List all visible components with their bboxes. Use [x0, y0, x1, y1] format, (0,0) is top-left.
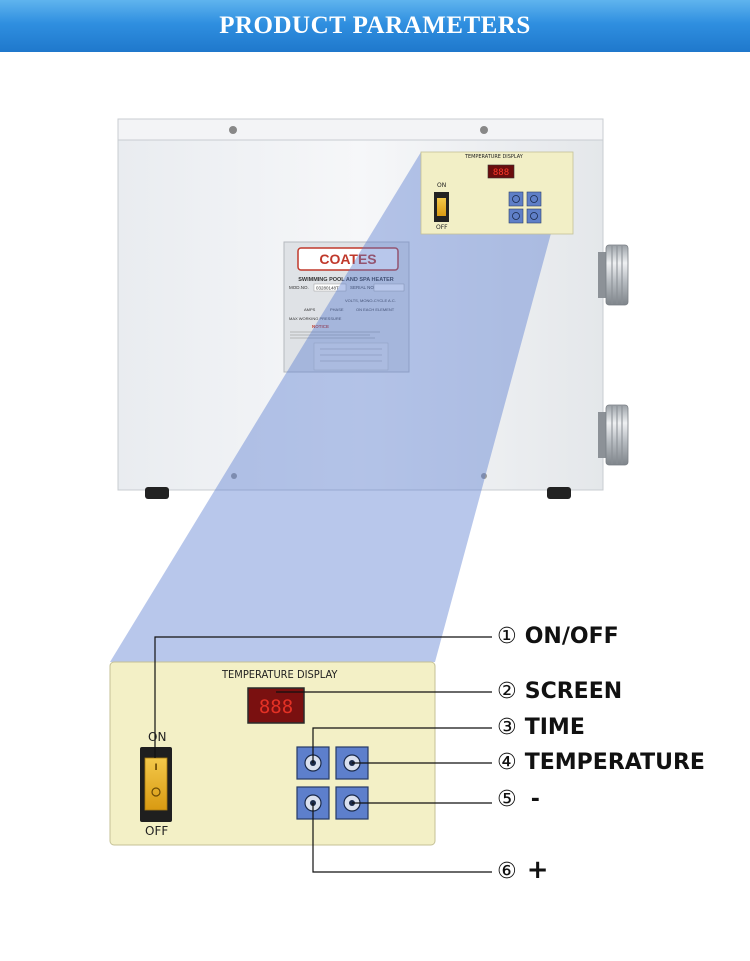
- magnify-beam: [110, 152, 573, 662]
- svg-text:ON EACH ELEMENT: ON EACH ELEMENT: [356, 307, 395, 312]
- svg-text:I: I: [154, 763, 157, 773]
- screw-icon: [231, 473, 237, 479]
- small-off-label: OFF: [436, 224, 448, 231]
- svg-text:MAX WORKING PRESSURE: MAX WORKING PRESSURE: [289, 316, 342, 321]
- callout-leaders: [154, 636, 492, 873]
- switch-off-label: OFF: [145, 824, 169, 838]
- svg-text:SERIAL NO.: SERIAL NO.: [350, 285, 375, 290]
- svg-text:AMPS: AMPS: [304, 307, 316, 312]
- svg-text:NOTICE: NOTICE: [312, 324, 329, 329]
- banner-title: PRODUCT PARAMETERS: [219, 12, 531, 39]
- brand-logo: COATES: [319, 251, 376, 267]
- screen-display: [247, 687, 305, 724]
- small-panel-title: TEMPERATURE DISPLAY: [465, 154, 523, 160]
- water-inlet-pipe: [598, 244, 629, 306]
- large-control-panel: 888 I: [109, 661, 436, 846]
- foot: [145, 487, 169, 499]
- svg-text:888: 888: [493, 168, 509, 178]
- svg-text:03280148T: 03280148T: [316, 286, 339, 291]
- time-button: [296, 746, 330, 780]
- screw-icon: [480, 126, 488, 134]
- svg-text:888: 888: [259, 696, 293, 718]
- svg-text:PHASE: PHASE: [330, 307, 344, 312]
- large-panel-title: TEMPERATURE DISPLAY: [222, 668, 338, 681]
- header-banner: [0, 0, 750, 52]
- heater-lid: [117, 118, 604, 141]
- svg-text:SWIMMING POOL AND SPA HEATER: SWIMMING POOL AND SPA HEATER: [298, 277, 394, 283]
- svg-text:VOLTS, MONO-CYCLE A.C.: VOLTS, MONO-CYCLE A.C.: [345, 298, 396, 303]
- small-on-label: ON: [437, 182, 447, 189]
- svg-text:MOD.NO.: MOD.NO.: [289, 285, 309, 290]
- screw-icon: [481, 473, 487, 479]
- callout-minus: ⑤-: [497, 787, 540, 812]
- water-outlet-pipe: [598, 404, 629, 466]
- switch-on-label: ON: [148, 730, 167, 744]
- screw-icon: [229, 126, 237, 134]
- foot: [547, 487, 571, 499]
- heater-nameplate: COATES SWIMMING POOL AND SPA HEATER MOD.…: [283, 241, 410, 373]
- small-control-panel: 888: [420, 151, 574, 235]
- callout-plus: ⑥+: [497, 855, 549, 885]
